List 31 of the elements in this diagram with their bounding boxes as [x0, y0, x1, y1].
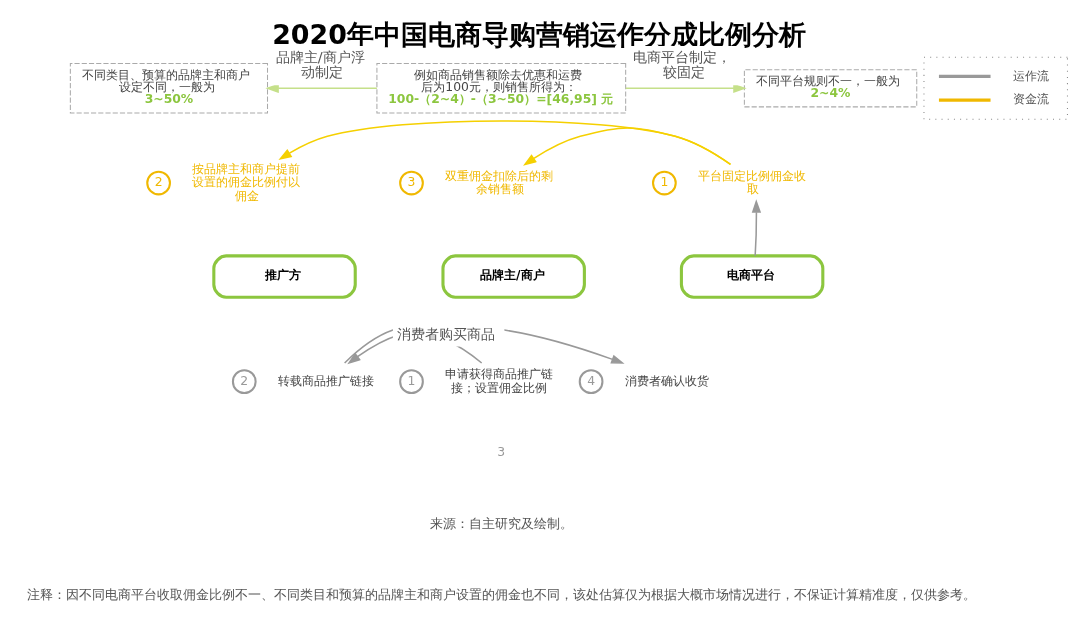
- node-text: 转载商品推广链接: [277, 373, 374, 388]
- legend-label: 资金流: [1013, 92, 1050, 107]
- label: 注释：因不同电商平台收取佣金比例不一、不同类目和预算的品牌主和商户设置的佣金也不同，该处估算仅为根据大概市场情况进行，不保证计算精准度，仅供参考。: [26, 586, 976, 602]
- arrow: [278, 120, 732, 166]
- node-box: 电商平台: [679, 254, 825, 299]
- label: 3: [497, 445, 506, 460]
- arrow: [751, 199, 762, 257]
- node-label: 2: [240, 373, 249, 388]
- node-box: 推广方: [212, 254, 357, 299]
- node-text: 按品牌主和商户提前设置的佣金比例付以佣金: [192, 161, 301, 203]
- node-box: 例如商品销售额除去优惠和运费后为100元，则销售所得为： 100-（2~4）-（3~50）=[46,95] 元: [376, 63, 627, 114]
- node-label: 4: [587, 373, 596, 388]
- arrow: [523, 127, 732, 166]
- legend-label: 运作流: [1013, 68, 1050, 83]
- node-box: 不同类目、预算的品牌主和商户设定不同，一般为 3~50%: [69, 63, 268, 114]
- node-text: 平台固定比例佣金收取: [697, 168, 806, 196]
- node-text: 申请获得商品推广链接；设置佣金比例: [445, 367, 554, 395]
- edge-label: 消费者购买商品: [397, 326, 496, 342]
- edge-label: 电商平台制定，较固定: [633, 48, 732, 81]
- node-label: 2: [154, 175, 163, 190]
- arrow: [625, 83, 747, 93]
- node-text: 双重佣金扣除后的剩余销售额: [445, 168, 554, 196]
- node-label: 1: [407, 373, 416, 388]
- node-box: 品牌主/商户: [441, 254, 586, 299]
- node-text: 消费者确认收货: [624, 373, 709, 388]
- node-label: 3: [407, 175, 416, 190]
- edge-label: 品牌主/商户浮动制定: [275, 48, 365, 81]
- label: 来源：自主研究及绘制。: [429, 515, 573, 531]
- node-box: 不同平台规则不一，一般为 2~4%: [743, 69, 918, 108]
- arrow: [265, 83, 378, 93]
- node-label: 1: [660, 175, 669, 190]
